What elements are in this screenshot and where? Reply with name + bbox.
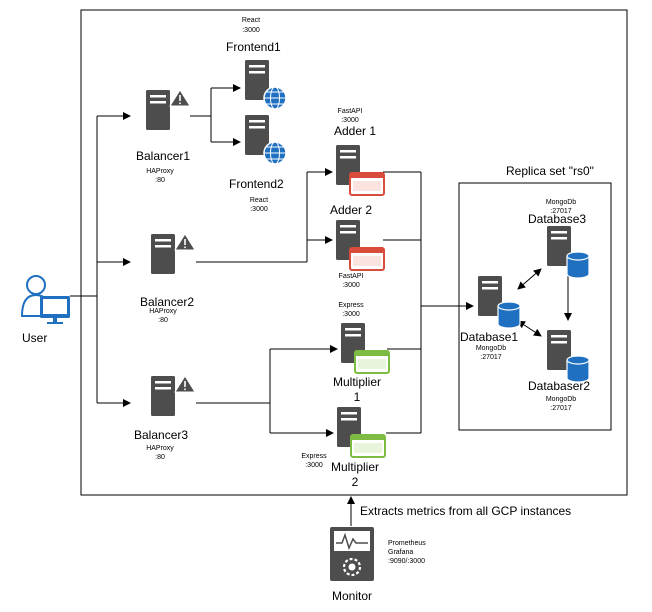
frontend-2-port: :3000: [250, 206, 268, 213]
connectors: [70, 84, 572, 526]
database-3-port: :27017: [550, 208, 572, 215]
balancer-2-icon: [151, 233, 196, 274]
adder-1-name: Adder 1: [334, 124, 377, 138]
multiplier-2-name-line1: Multiplier: [330, 460, 379, 474]
database-1-port: :27017: [480, 354, 502, 361]
database-1-name: Database1: [460, 330, 519, 344]
monitor-name: Monitor: [332, 589, 373, 603]
adder-2-icon: [336, 220, 385, 271]
balancer-3-port: :80: [155, 454, 165, 461]
multiplier-2-port: :3000: [305, 462, 323, 469]
multiplier-1-port: :3000: [342, 311, 360, 318]
database-1-tech: MongoDb: [475, 345, 507, 352]
monitor-metrics-label: Extracts metrics from all GCP instances: [360, 504, 572, 518]
adder-2-port: :3000: [342, 282, 360, 289]
frontend-2-tech: React: [249, 197, 269, 204]
database-2-name: Databaser2: [528, 379, 591, 393]
adder-2-tech: FastAPI: [338, 273, 364, 280]
multiplier-1-tech: Express: [338, 302, 364, 309]
database-2-tech: MongoDb: [545, 396, 577, 403]
monitor-ports: :9090/:3000: [388, 558, 425, 565]
database-3-icon: [547, 226, 590, 279]
frontend-1-tech: React: [241, 17, 261, 24]
balancer-1-name: Balancer1: [136, 149, 191, 163]
frontend-1-port: :3000: [242, 27, 260, 34]
database-3-tech: MongoDb: [545, 199, 577, 206]
database-3-name: Database3: [528, 212, 587, 226]
adder-1-port: :3000: [341, 117, 359, 124]
balancer-3-icon: [151, 375, 196, 416]
balancer-3-name: Balancer3: [134, 428, 189, 442]
multiplier-2-name-line2: 2: [351, 475, 359, 489]
database-2-icon: [547, 330, 590, 383]
multiplier-1-icon: [341, 323, 390, 374]
adder-1-tech: FastAPI: [337, 108, 363, 115]
user-icon: [20, 275, 70, 324]
balancer-3-tech: HAProxy: [146, 445, 174, 452]
balancer-1-tech: HAProxy: [146, 168, 174, 175]
balancer-2-name: Balancer2: [140, 295, 195, 309]
system-boundary: [80, 9, 628, 496]
user-label: User: [22, 331, 48, 345]
frontend-1-icon: [245, 60, 287, 110]
adder-2-name: Adder 2: [330, 203, 373, 217]
balancer-2-tech: HAProxy: [149, 308, 177, 315]
database-2-port: :27017: [550, 405, 572, 412]
balancer-2-port: :80: [158, 317, 168, 324]
replica-set-title: Replica set "rs0": [506, 164, 594, 178]
frontend-2-name: Frontend2: [229, 177, 284, 191]
monitor-icon: [330, 527, 374, 581]
frontend-2-icon: [245, 115, 287, 165]
multiplier-1-name-line1: Multiplier: [332, 375, 381, 389]
multiplier-2-icon: [337, 407, 386, 458]
frontend-1-name: Frontend1: [226, 40, 281, 54]
adder-1-icon: [336, 145, 385, 196]
monitor-tools-line1: Prometheus: [388, 540, 426, 547]
multiplier-1-name-line2: 1: [353, 390, 361, 404]
balancer-1-port: :80: [155, 177, 165, 184]
multiplier-2-tech: Express: [301, 453, 327, 460]
balancer-1-icon: [146, 89, 191, 130]
monitor-tools-line2: Grafana: [388, 549, 414, 556]
database-1-icon: [478, 276, 521, 329]
